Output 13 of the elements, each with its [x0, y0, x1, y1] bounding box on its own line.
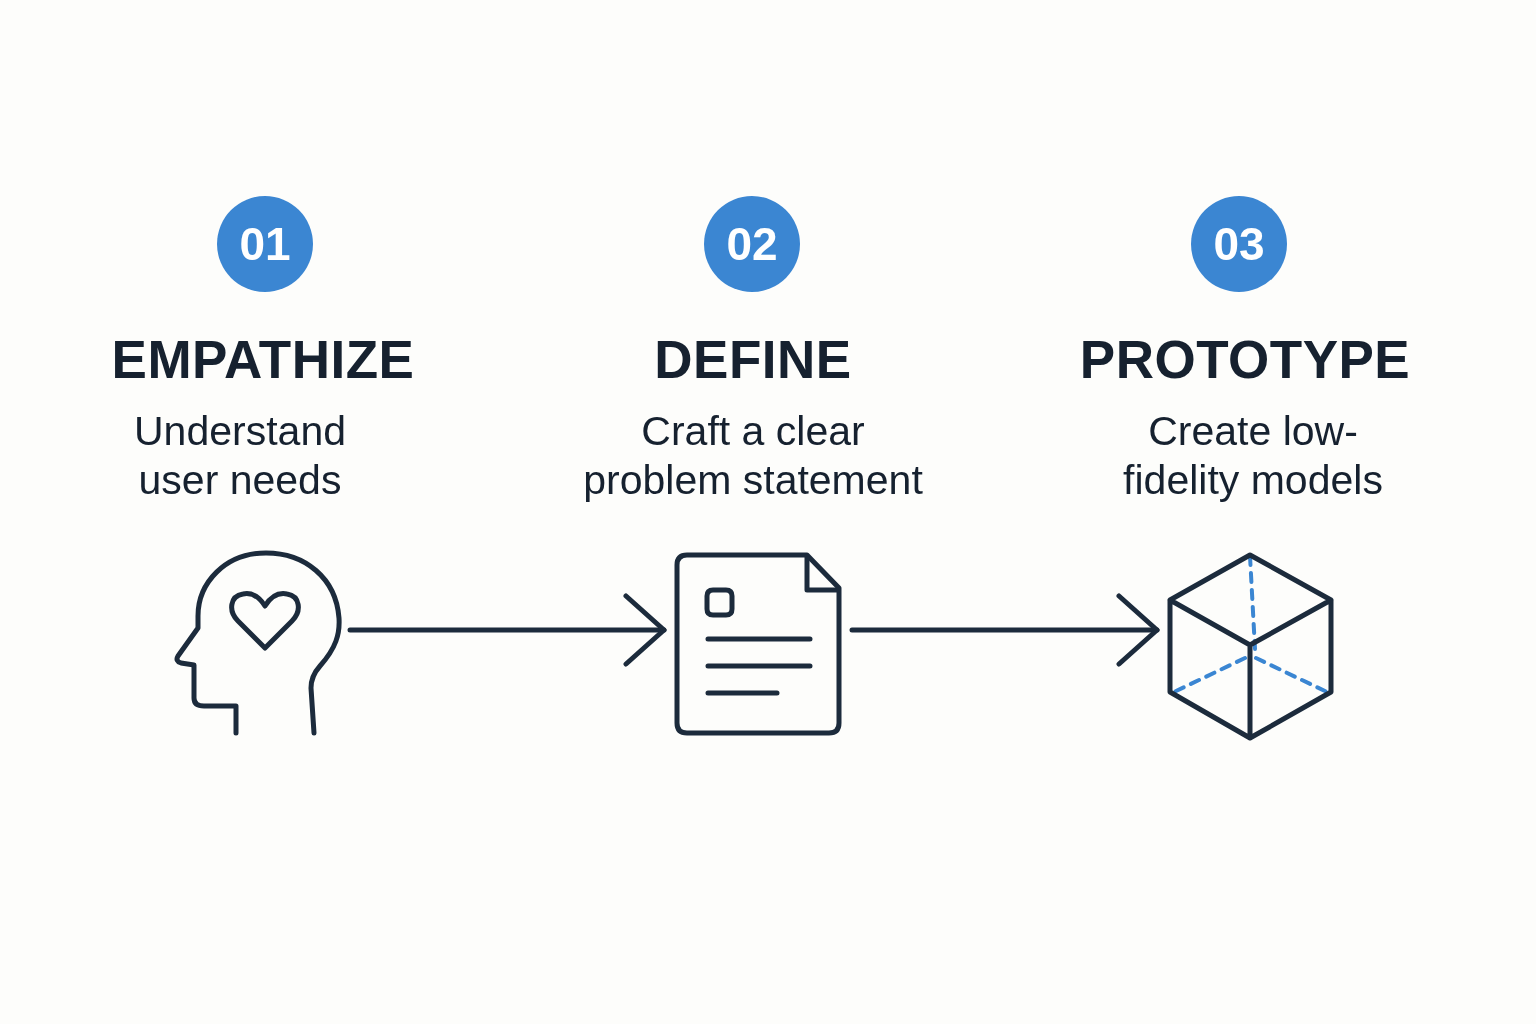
arrow	[347, 593, 667, 667]
step-number: 01	[217, 196, 313, 292]
step-description: Create low-fidelity models	[1122, 407, 1384, 505]
step-number: 02	[704, 196, 800, 292]
document-icon	[672, 550, 844, 738]
cube-icon	[1165, 550, 1336, 743]
step-title: DEFINE	[654, 331, 852, 389]
step-number: 03	[1191, 196, 1287, 292]
step-title: PROTOTYPE	[1079, 331, 1411, 389]
step-title: EMPATHIZE	[111, 331, 415, 389]
arrow	[849, 593, 1160, 667]
step-description: Understand user needs	[133, 407, 347, 505]
step-description: Craft a clear problem statement	[582, 407, 924, 505]
